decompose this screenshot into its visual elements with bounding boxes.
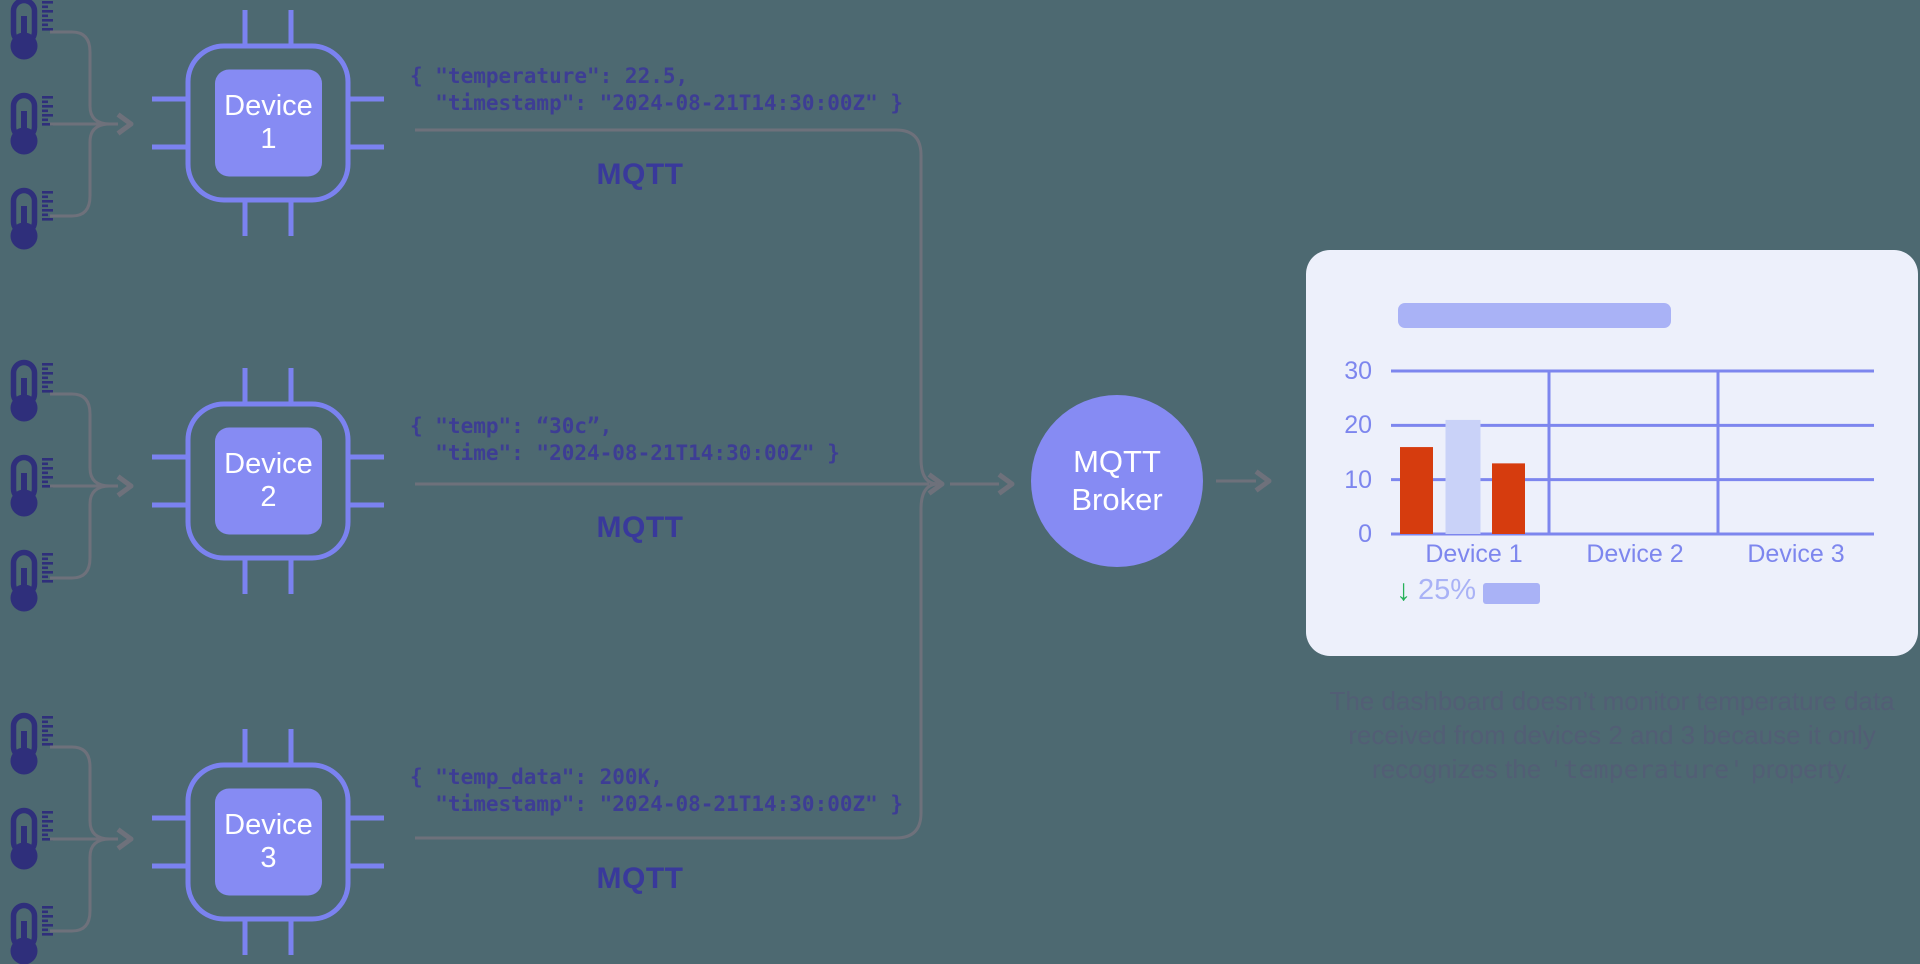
- thermometer-icon: [10, 359, 53, 422]
- thermometer-icon: [10, 712, 53, 775]
- category-label-device-3: Device 3: [1747, 540, 1845, 568]
- legend-change-percent: 25%: [1418, 574, 1477, 606]
- thermometer-icon: [10, 187, 53, 250]
- down-arrow-icon: ↓: [1396, 573, 1411, 607]
- y-tick-label: 10: [1344, 465, 1372, 494]
- device2-payload-json: { "temp": “30c”, "time": "2024-08-21T14:…: [410, 414, 840, 465]
- sensor-merge-connector: [50, 30, 134, 218]
- device2-chip-label: Device 2: [224, 447, 313, 513]
- mqtt-protocol-label-1: MQTT: [596, 158, 684, 191]
- arrow-to-dashboard: [1216, 469, 1272, 493]
- arrow-to-broker: [927, 472, 1015, 496]
- thermometer-icon: [10, 549, 53, 612]
- sensor-merge-connector: [50, 392, 134, 580]
- caption-text-end: property.: [1744, 754, 1852, 784]
- bar-device-1-2: [1492, 463, 1525, 534]
- bar-device-1-1: [1445, 419, 1481, 534]
- category-label-device-1: Device 1: [1425, 540, 1523, 568]
- diagram-caption: The dashboard doesn’t monitor temperatur…: [1292, 684, 1920, 787]
- device3-chip-label: Device 3: [224, 808, 313, 874]
- chip-icon: [152, 729, 384, 955]
- thermometer-icon: [10, 0, 53, 60]
- bar-device-1-0: [1400, 447, 1433, 534]
- mqtt-protocol-label-2: MQTT: [596, 511, 684, 544]
- dashboard-card: 0 10 20 30 Device 1 Device 2 Device 3 ↓ 25%: [1306, 250, 1918, 656]
- dashboard-title-placeholder-bar: [1398, 303, 1671, 328]
- bar-chart: [1391, 369, 1874, 536]
- device3-payload-json: { "temp_data": 200K, "timestamp": "2024-…: [410, 765, 904, 816]
- mqtt-broker-circle: [1031, 395, 1203, 567]
- mqtt-protocol-label-3: MQTT: [596, 862, 684, 895]
- mqtt-broker-label: MQTT Broker: [1071, 444, 1163, 517]
- caption-code-token: 'temperature': [1548, 755, 1745, 784]
- sensor-merge-connector: [50, 745, 134, 933]
- chip-icon: [152, 10, 384, 236]
- y-tick-label: 30: [1344, 357, 1372, 385]
- thermometer-icon: [10, 807, 53, 870]
- mqtt-line-connector: [415, 482, 939, 840]
- y-tick-label: 0: [1358, 520, 1372, 548]
- device1-payload-json: { "temperature": 22.5, "timestamp": "202…: [410, 64, 904, 115]
- category-label-device-2: Device 2: [1586, 540, 1684, 568]
- thermometer-icon: [10, 92, 53, 155]
- legend-placeholder-bar: [1483, 582, 1541, 604]
- thermometer-icon: [10, 902, 53, 964]
- mqtt-line-connector: [415, 128, 939, 486]
- caption-text: The dashboard doesn’t monitor temperatur…: [1329, 686, 1895, 784]
- chip-icon: [152, 368, 384, 594]
- y-tick-label: 20: [1344, 411, 1372, 440]
- chart-legend: ↓ 25%: [1396, 573, 1541, 607]
- device1-chip-label: Device 1: [224, 89, 313, 155]
- thermometer-icon: [10, 454, 53, 517]
